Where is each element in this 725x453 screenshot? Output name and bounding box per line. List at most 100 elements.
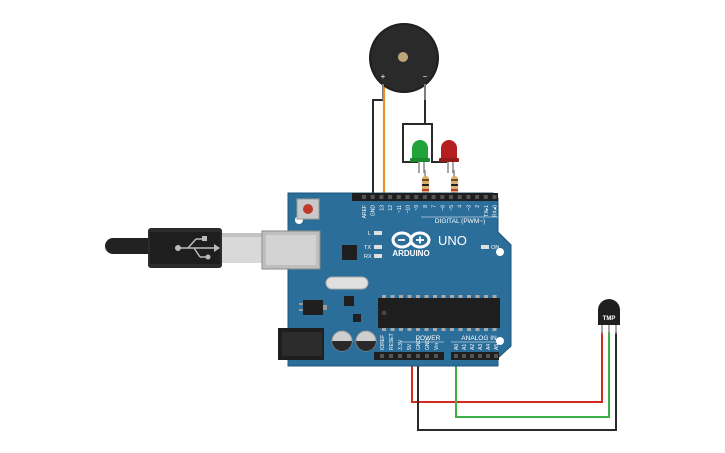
- digital-label: DIGITAL (PWM~): [435, 218, 485, 225]
- pin-hole[interactable]: [478, 354, 482, 358]
- usb-icon: [175, 236, 220, 260]
- chip-pin: [467, 295, 471, 298]
- wire-a0-tmp[interactable]: [455, 332, 610, 418]
- mount-hole: [496, 337, 504, 345]
- chip-pin: [475, 328, 480, 331]
- pin-hole[interactable]: [475, 195, 480, 199]
- small-chip: [353, 314, 361, 322]
- chip-pin: [433, 328, 437, 331]
- pin-label: ~10: [406, 205, 412, 214]
- pin-hole[interactable]: [466, 195, 471, 199]
- chip-pin: [492, 328, 497, 331]
- piezo-buzzer[interactable]: + −: [369, 23, 439, 100]
- pin-hole[interactable]: [362, 195, 366, 199]
- mount-hole: [496, 248, 504, 256]
- pin-label: IOREF: [380, 335, 386, 350]
- chip-pin: [450, 328, 454, 331]
- chip-pin: [433, 295, 437, 298]
- wire-gnd-tmp[interactable]: [417, 332, 617, 431]
- pin-hole[interactable]: [379, 195, 384, 199]
- pin-hole[interactable]: [483, 195, 488, 199]
- rx-label: RX: [364, 254, 372, 260]
- pin-label: 12: [388, 205, 394, 211]
- on-label: ON: [491, 245, 499, 251]
- model-label: UNO: [438, 233, 467, 248]
- chip-pin: [484, 295, 488, 298]
- pin-label: A0: [454, 344, 460, 350]
- pin-hole[interactable]: [389, 354, 393, 358]
- pin-label: GND: [371, 205, 377, 217]
- usb-cable[interactable]: [105, 228, 264, 268]
- pin-hole[interactable]: [416, 354, 420, 358]
- voltage-regulator: [303, 300, 323, 315]
- pin-hole[interactable]: [457, 195, 462, 199]
- pin-label: A1: [462, 344, 468, 350]
- pin-hole[interactable]: [492, 195, 497, 199]
- pin-hole[interactable]: [449, 195, 453, 199]
- pin-hole[interactable]: [370, 195, 375, 199]
- chip-pin: [475, 295, 480, 298]
- pin-hole[interactable]: [388, 195, 393, 199]
- pin-label: AREF: [362, 205, 368, 218]
- reset-button-cap[interactable]: [303, 204, 313, 214]
- rx-led: [374, 254, 382, 258]
- pin-hole[interactable]: [407, 354, 411, 358]
- chip-pin: [441, 295, 446, 298]
- chip-pin: [416, 295, 420, 298]
- pin-label: 5V: [407, 343, 413, 350]
- pin-label: ~5: [449, 205, 455, 211]
- wire-5v-tmp[interactable]: [411, 332, 603, 403]
- chip-pin: [407, 295, 412, 298]
- pin-label: RESET: [389, 333, 395, 350]
- pin-hole[interactable]: [422, 195, 427, 199]
- pin-label: GND: [416, 339, 422, 351]
- chip-pin: [390, 328, 395, 331]
- chip-pin: [441, 328, 446, 331]
- power-pin-holes: [380, 354, 438, 358]
- wire-led-red-common[interactable]: [425, 123, 447, 163]
- pin-label: 2: [475, 205, 481, 208]
- pin-hole[interactable]: [486, 354, 490, 358]
- pin-hole[interactable]: [398, 354, 402, 358]
- analog-label: ANALOG IN: [461, 335, 497, 342]
- pin-hole[interactable]: [425, 354, 429, 358]
- chip-pin: [399, 328, 403, 331]
- chip-pin: [492, 295, 497, 298]
- analog-header: [451, 352, 499, 360]
- pin-hole[interactable]: [440, 195, 445, 199]
- sensor-label: TMP: [603, 316, 616, 322]
- pin-label: ~9: [414, 205, 420, 211]
- pin-hole[interactable]: [380, 354, 384, 358]
- wire-buzzer-gnd[interactable]: [372, 84, 384, 198]
- buzzer-minus-label: −: [423, 72, 428, 81]
- pin-hole[interactable]: [462, 354, 466, 358]
- power-label: POWER: [416, 335, 441, 342]
- wire-buzzer-led-common[interactable]: [402, 84, 426, 163]
- crystal-oscillator: [325, 276, 369, 290]
- l-label: L: [368, 231, 371, 237]
- resistor-green-led[interactable]: [422, 170, 429, 198]
- chip-pin: [458, 295, 463, 298]
- pin-label: 7: [432, 205, 438, 208]
- pin-hole[interactable]: [431, 195, 436, 199]
- pin-hole[interactable]: [494, 354, 498, 358]
- chip-pin: [424, 328, 429, 331]
- pin-hole[interactable]: [396, 195, 401, 199]
- arduino-logo-icon: [391, 231, 431, 249]
- led-red[interactable]: [439, 140, 459, 173]
- chip-pin: [424, 295, 429, 298]
- pin-hole[interactable]: [405, 195, 410, 199]
- pin-hole[interactable]: [414, 195, 419, 199]
- pin-label: GND: [425, 339, 431, 351]
- pin-hole[interactable]: [434, 354, 438, 358]
- buzzer-plus-label: +: [381, 72, 386, 81]
- pin-label: 4: [458, 205, 464, 208]
- pin-hole[interactable]: [470, 354, 474, 358]
- led-green[interactable]: [410, 140, 430, 173]
- tmp-temperature-sensor[interactable]: TMP: [598, 299, 620, 334]
- pin-hole[interactable]: [454, 354, 458, 358]
